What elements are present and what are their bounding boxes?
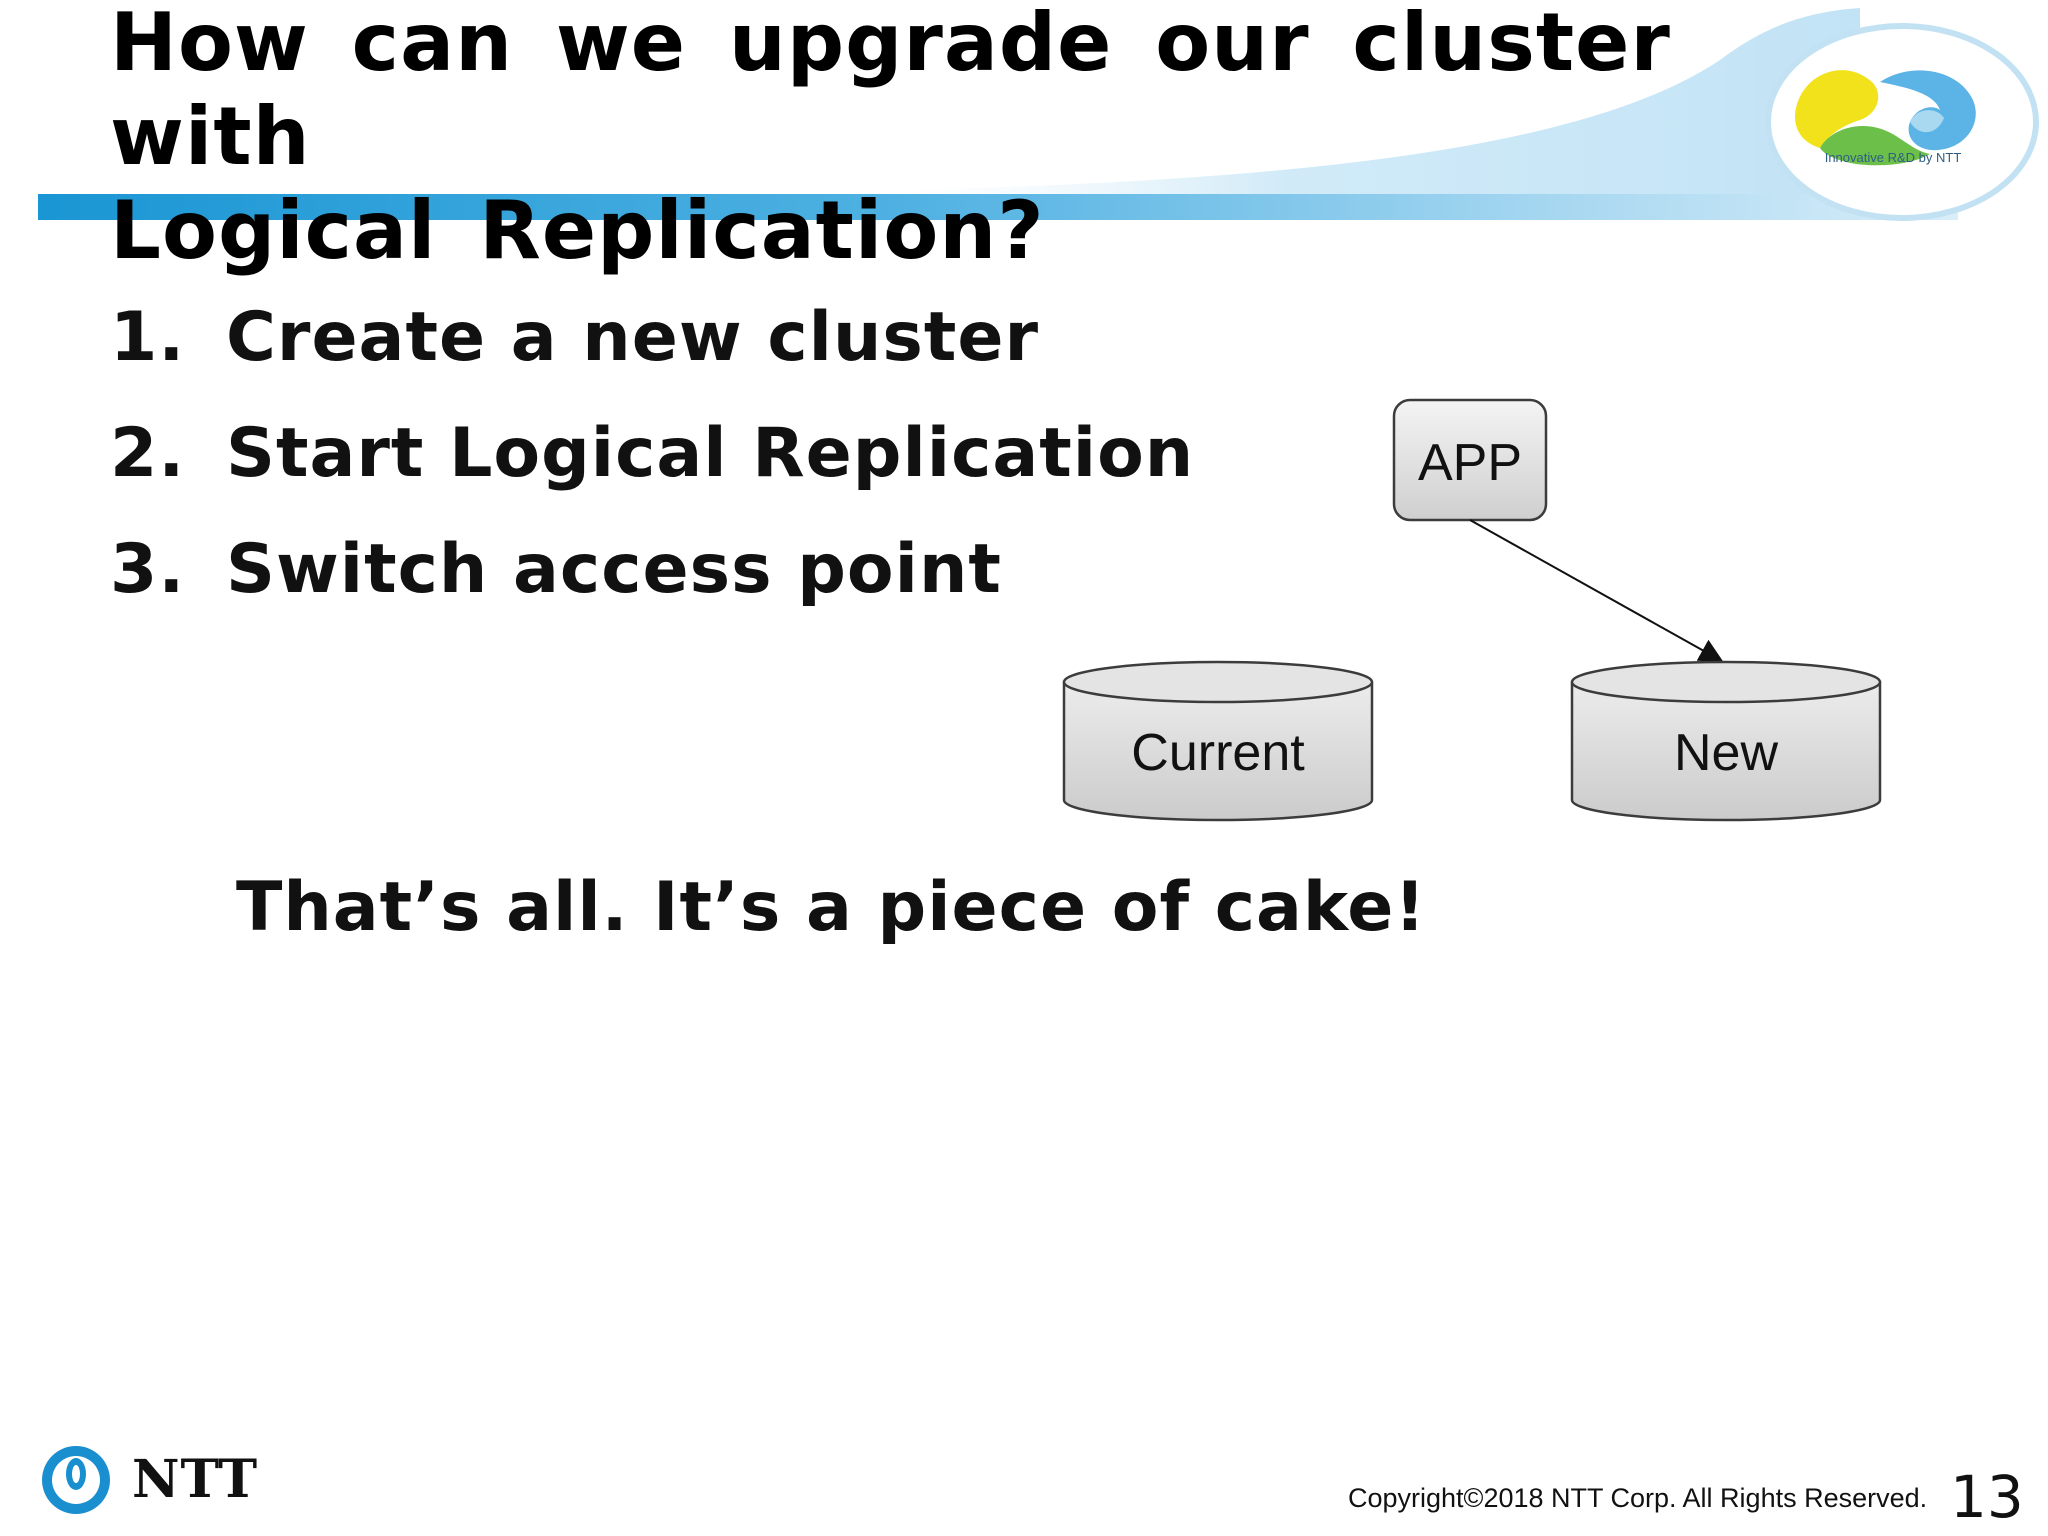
tagline: That’s all. It’s a piece of cake! [236, 868, 1427, 947]
step-number: 1. [110, 298, 186, 377]
copyright-notice: Copyright©2018 NTT Corp. All Rights Rese… [1348, 1483, 1928, 1513]
steps-list: 1. Create a new cluster 2. Start Logical R… [110, 280, 1194, 628]
app-node: APP [1392, 398, 1548, 522]
app-to-new-arrow [1469, 519, 1724, 662]
innovative-rnd-logo-icon [1765, 23, 2039, 221]
ntt-brand-text: NTT [132, 1449, 259, 1510]
cluster-diagram: APP Current New [1062, 398, 1882, 822]
page-number: 13 [1950, 1463, 2024, 1531]
header-swoosh-decoration [38, 8, 1958, 220]
step-text: Create a new cluster [226, 298, 1039, 377]
step-text: Start Logical Replication [226, 414, 1195, 493]
step-item: 1. Create a new cluster [110, 280, 1194, 396]
new-cluster-node: New [1570, 660, 1882, 822]
current-cluster-node: Current [1062, 660, 1374, 822]
ntt-logo-icon [42, 1446, 110, 1514]
step-text: Switch access point [226, 530, 1002, 609]
step-number: 2. [110, 414, 186, 493]
title-line-1: How can we upgrade our cluster with [110, 0, 1671, 183]
step-item: 3. Switch access point [110, 512, 1194, 628]
current-label: Current [1131, 724, 1305, 782]
slide-title: How can we upgrade our cluster with Logi… [110, 0, 1810, 278]
step-number: 3. [110, 530, 186, 609]
new-label: New [1674, 724, 1778, 782]
logo-caption: Innovative R&D by NTT [1824, 150, 1962, 165]
title-line-2: Logical Replication? [110, 184, 1045, 277]
app-label: APP [1418, 434, 1522, 492]
step-item: 2. Start Logical Replication [110, 396, 1194, 512]
